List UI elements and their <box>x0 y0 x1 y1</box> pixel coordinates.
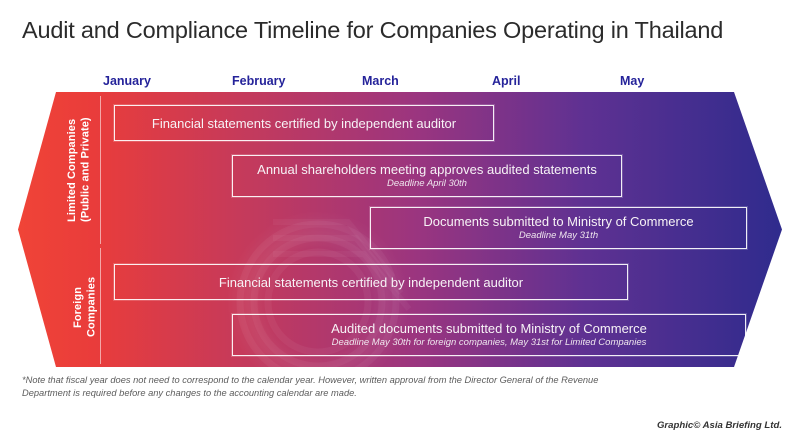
task-financial-statements-foreign[interactable]: Financial statements certified by indepe… <box>114 264 628 300</box>
task-title: Audited documents submitted to Ministry … <box>331 321 647 336</box>
page-title: Audit and Compliance Timeline for Compan… <box>22 17 724 43</box>
task-title: Financial statements certified by indepe… <box>218 274 524 290</box>
task-title: Documents submitted to Ministry of Comme… <box>423 214 694 229</box>
category-label-foreign-companies: Foreign Companies <box>72 276 98 338</box>
month-label-february: February <box>232 74 286 88</box>
category-label-limited-companies: Limited Companies (Public and Private) <box>66 117 92 223</box>
footnote: *Note that fiscal year does not need to … <box>22 375 599 398</box>
task-financial-statements-limited[interactable]: Financial statements certified by indepe… <box>114 105 494 141</box>
task-shareholders-meeting[interactable]: Annual shareholders meeting approves aud… <box>232 155 622 197</box>
timeline-banner: Limited Companies (Public and Private) F… <box>18 92 782 367</box>
month-label-january: January <box>103 74 151 88</box>
task-documents-ministry-commerce[interactable]: Documents submitted to Ministry of Comme… <box>370 207 747 249</box>
category-divider-limited <box>100 96 101 244</box>
month-label-may: May <box>620 74 645 88</box>
banner-arrow-shape <box>18 92 782 367</box>
month-axis: January February March April May <box>0 74 800 92</box>
task-deadline: Deadline April 30th <box>387 178 467 189</box>
task-title: Annual shareholders meeting approves aud… <box>257 162 597 177</box>
task-deadline: Deadline May 30th for foreign companies,… <box>331 337 647 348</box>
graphic-credit: Graphic© Asia Briefing Ltd. <box>656 420 782 431</box>
task-title: Financial statements certified by indepe… <box>151 115 457 131</box>
task-deadline: Deadline May 31th <box>518 230 599 241</box>
category-divider-foreign <box>100 248 101 364</box>
task-audited-documents-ministry[interactable]: Audited documents submitted to Ministry … <box>232 314 746 356</box>
month-label-april: April <box>492 74 521 88</box>
month-label-march: March <box>362 74 399 88</box>
